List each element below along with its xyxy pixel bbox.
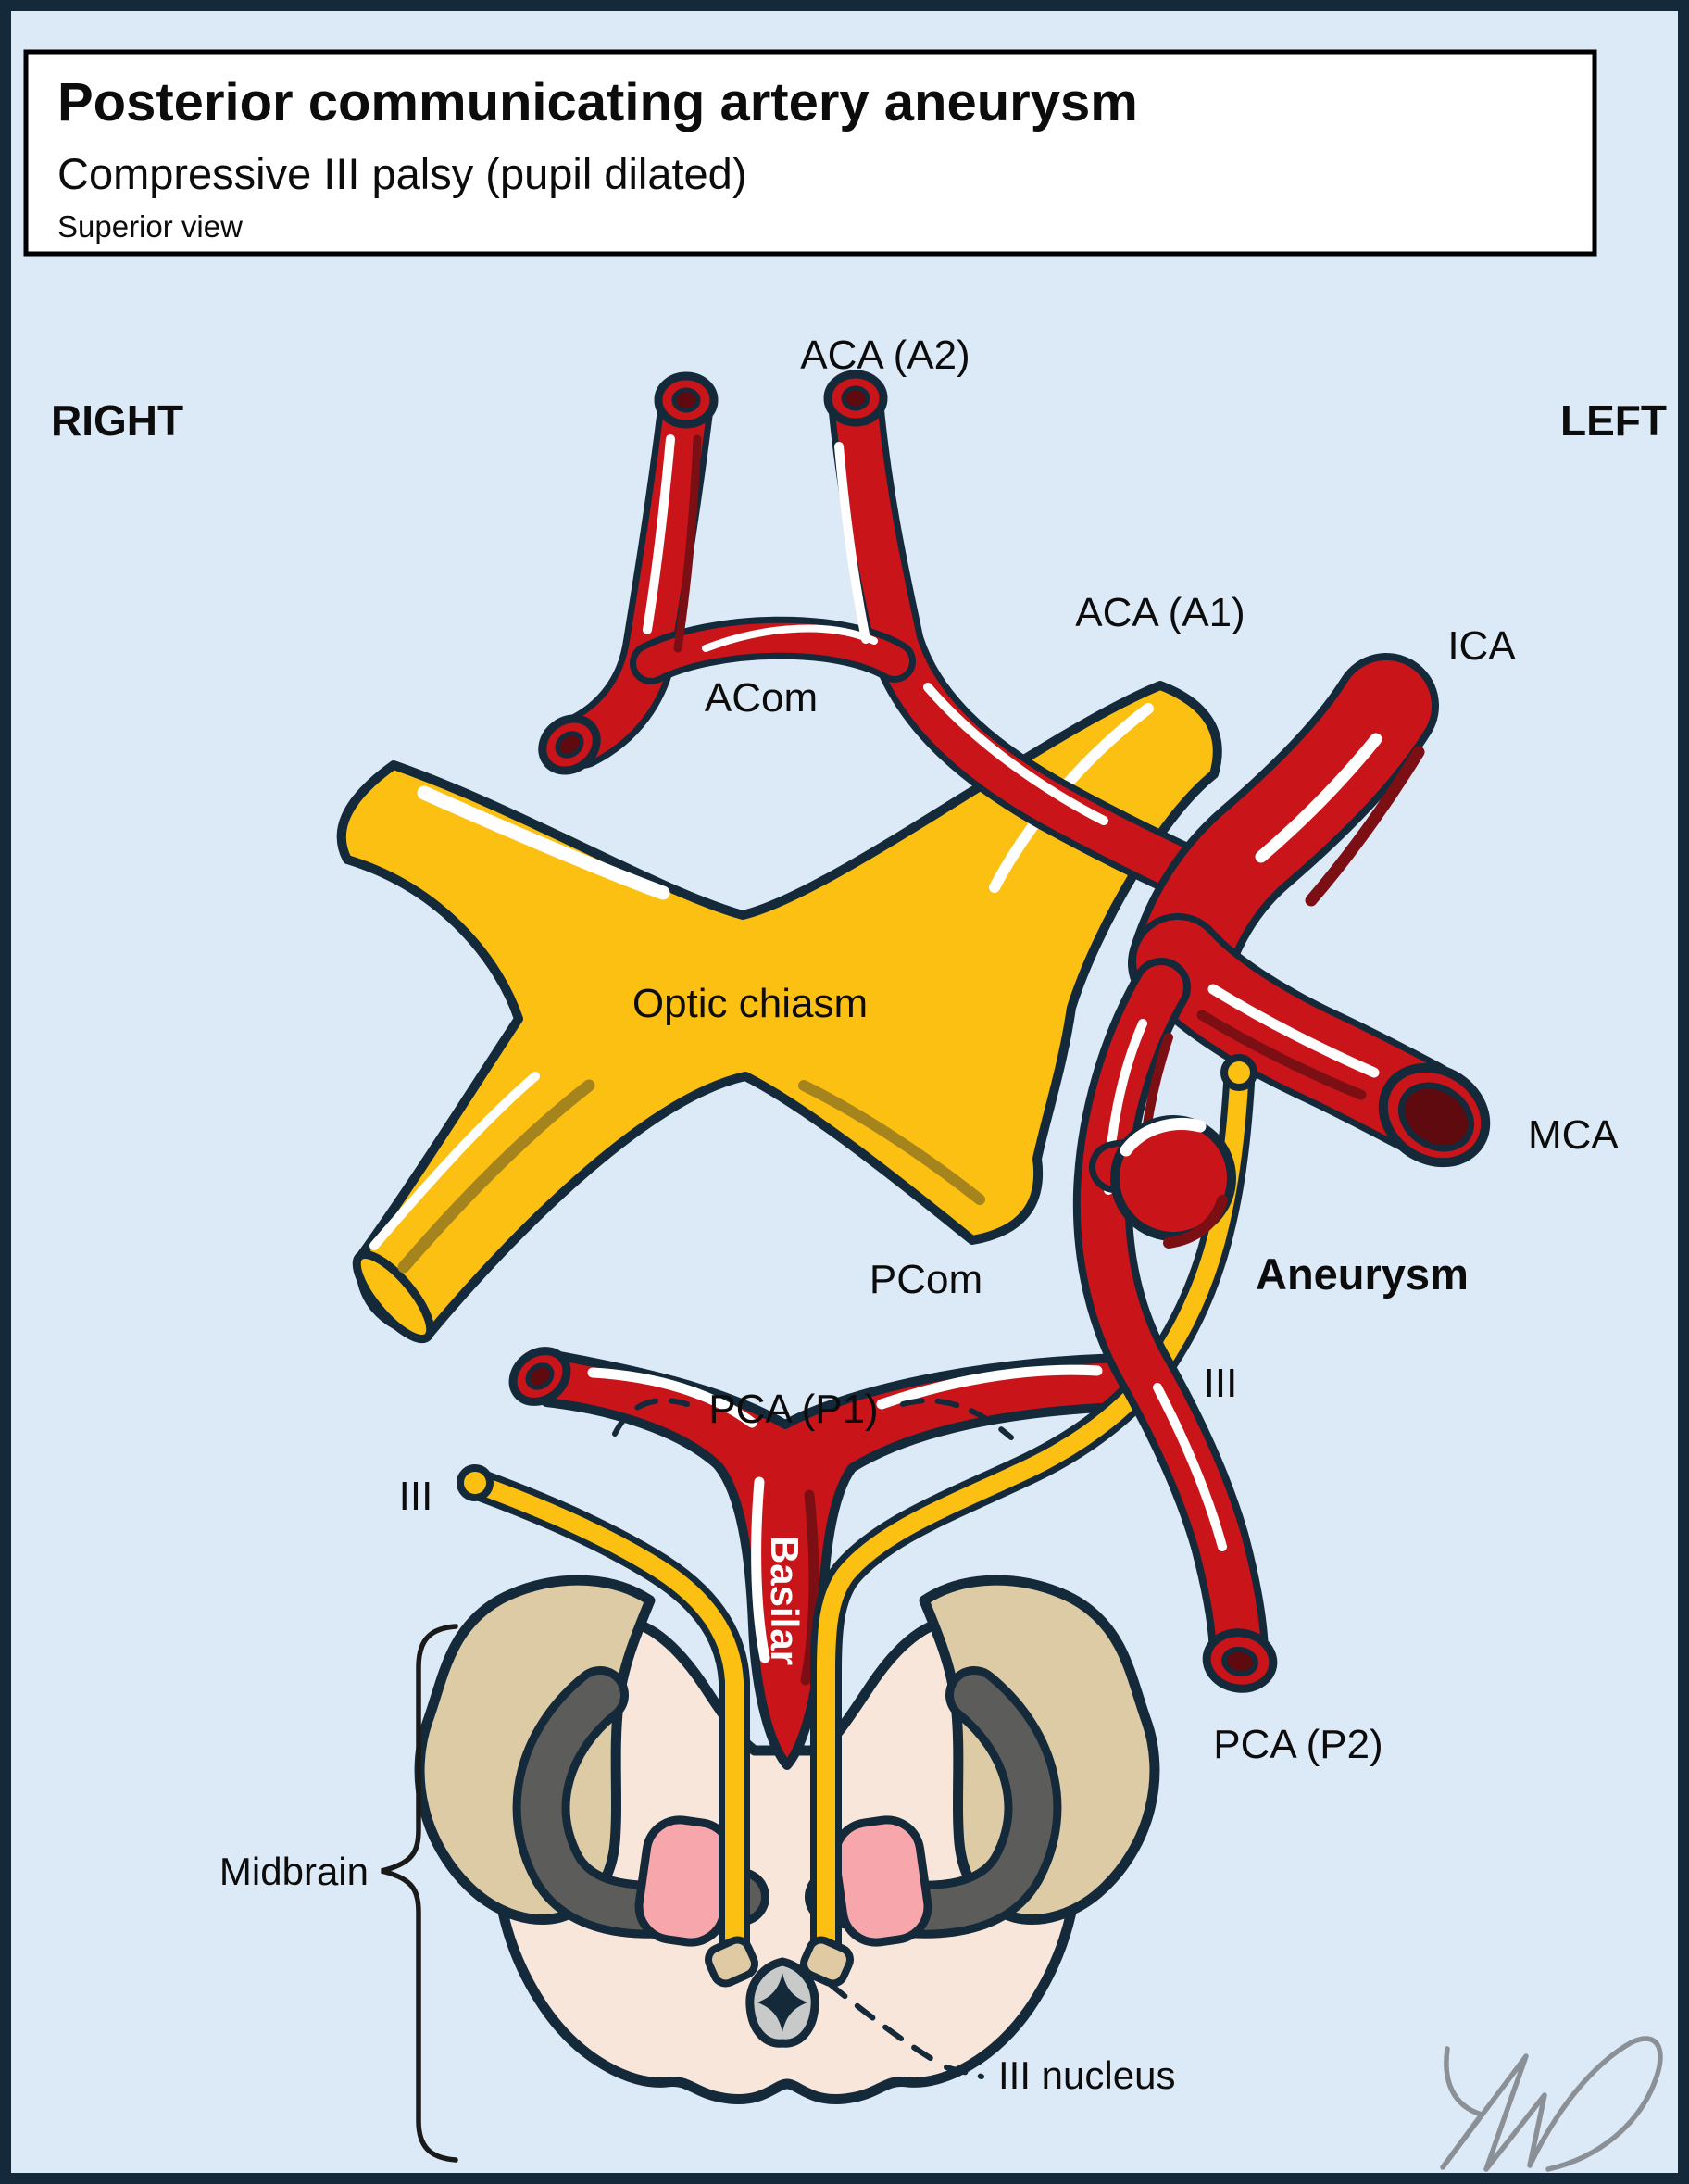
basilar-label: Basilar	[763, 1536, 807, 1665]
optic-chiasm-label: Optic chiasm	[632, 981, 868, 1026]
right-red-nucleus	[831, 1815, 932, 1947]
midbrain-label: Midbrain	[219, 1850, 369, 1893]
aca-highlights	[643, 434, 1108, 825]
cn3-nucleus-nubs	[705, 1936, 854, 1988]
cerebral-aqueduct	[745, 1957, 819, 2048]
optic-chiasm-highlights	[369, 703, 1154, 1274]
midbrain-brace	[381, 1624, 458, 2163]
midbrain	[414, 1575, 1160, 2104]
optic-chiasm	[336, 681, 1222, 1344]
aneurysm-label: Aneurysm	[1256, 1249, 1469, 1299]
right-cn3-nerve	[457, 1464, 750, 1961]
right-cn3-nucleus-nub	[705, 1936, 758, 1988]
title-subtitle: Compressive III palsy (pupil dilated)	[57, 149, 746, 198]
basilar-highlights	[587, 1364, 1103, 1686]
aqueduct-star	[757, 1973, 807, 2032]
right-a1-cut-end	[538, 714, 601, 775]
ica-mca-complex	[1128, 653, 1491, 1168]
title-heading: Posterior communicating artery aneurysm	[57, 72, 1138, 132]
left-a2-cut-end	[823, 370, 888, 427]
right-a2-cut-end	[654, 371, 719, 429]
title-view-note: Superior view	[57, 209, 243, 244]
left-cn3-cut-tip	[1220, 1054, 1257, 1091]
left-cn3-label: III	[1204, 1361, 1238, 1406]
right-aca-vessel	[560, 383, 707, 762]
mca-label: MCA	[1528, 1112, 1619, 1158]
pcom-label: PCom	[870, 1257, 982, 1302]
basilar-pca-complex: Basilar	[508, 1347, 1148, 1770]
optic-tract-cut-face	[352, 1249, 435, 1344]
aca-complex	[538, 370, 1267, 924]
pca-p2-cut-end	[1202, 1628, 1278, 1693]
title-box: Posterior communicating artery aneurysm …	[23, 49, 1597, 257]
acom-vessel	[636, 622, 909, 678]
right-p1-cut-end	[508, 1347, 571, 1406]
signature-mark	[1440, 2036, 1663, 2172]
pca-p2-label: PCA (P2)	[1213, 1722, 1382, 1767]
title-box-frame	[23, 49, 1597, 257]
aneurysm-sac	[1089, 1115, 1236, 1249]
orientation-left-label: LEFT	[1560, 396, 1667, 445]
iii-nucleus-pointer	[827, 1981, 984, 2079]
right-cn3-label: III	[399, 1474, 433, 1519]
acom-label: ACom	[705, 675, 818, 721]
pca-p1-label: PCA (P1)	[708, 1387, 878, 1432]
iii-nucleus-label: III nucleus	[998, 2053, 1175, 2097]
right-cn3-cut-tip	[457, 1464, 494, 1501]
left-cn3-nucleus-nub	[800, 1936, 854, 1988]
midbrain-tegmentum	[490, 1613, 1084, 2104]
left-aca-vessel	[834, 381, 1260, 918]
pca-p1-pointer-left	[612, 1398, 690, 1437]
mca-cut-end	[1378, 1062, 1491, 1168]
orientation-right-label: RIGHT	[51, 396, 183, 445]
aca-a1-label: ACA (A1)	[1075, 590, 1245, 635]
aca-a2-label: ACA (A2)	[800, 333, 970, 378]
pca-p1-pointer-right	[900, 1398, 1014, 1440]
ica-mca-highlights	[1196, 733, 1425, 1100]
ica-label: ICA	[1447, 623, 1516, 669]
